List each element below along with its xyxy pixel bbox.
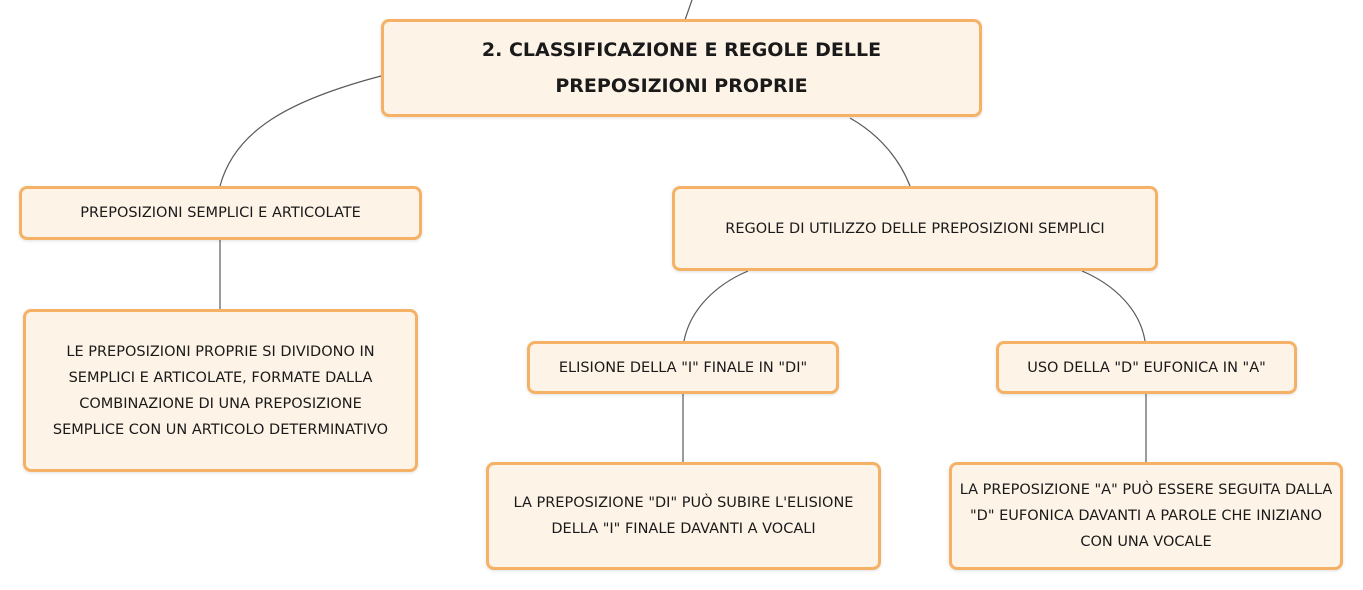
connector-right-branch-to-elisione bbox=[683, 270, 749, 342]
eufonica-node[interactable]: USO DELLA "D" EUFONICA IN "A" bbox=[996, 341, 1297, 394]
connector-right-branch-to-eufonica bbox=[1081, 270, 1146, 342]
right-branch-node[interactable]: REGOLE DI UTILIZZO DELLE PREPOSIZIONI SE… bbox=[672, 186, 1158, 271]
elisione-child-node[interactable]: LA PREPOSIZIONE "DI" PUÒ SUBIRE L'ELISIO… bbox=[486, 462, 881, 570]
elisione-node[interactable]: ELISIONE DELLA "I" FINALE IN "DI" bbox=[527, 341, 839, 394]
root-node-label: 2. CLASSIFICAZIONE E REGOLE DELLE PREPOS… bbox=[481, 39, 882, 97]
elisione-child-label: LA PREPOSIZIONE "DI" PUÒ SUBIRE L'ELISIO… bbox=[513, 495, 854, 537]
eufonica-label: USO DELLA "D" EUFONICA IN "A" bbox=[1027, 359, 1266, 376]
eufonica-child-node[interactable]: LA PREPOSIZIONE "A" PUÒ ESSERE SEGUITA D… bbox=[949, 462, 1343, 570]
eufonica-child-label: LA PREPOSIZIONE "A" PUÒ ESSERE SEGUITA D… bbox=[959, 482, 1333, 550]
left-branch-node[interactable]: PREPOSIZIONI SEMPLICI E ARTICOLATE bbox=[19, 186, 422, 240]
right-branch-label: REGOLE DI UTILIZZO DELLE PREPOSIZIONI SE… bbox=[725, 220, 1105, 237]
connector-root-to-right-branch bbox=[849, 117, 911, 187]
left-branch-child-label: LE PREPOSIZIONI PROPRIE SI DIVIDONO IN S… bbox=[52, 343, 389, 438]
root-node[interactable]: 2. CLASSIFICAZIONE E REGOLE DELLE PREPOS… bbox=[381, 19, 982, 117]
elisione-label: ELISIONE DELLA "I" FINALE IN "DI" bbox=[558, 359, 808, 376]
connector-root-to-left-branch bbox=[219, 75, 382, 187]
left-branch-label: PREPOSIZIONI SEMPLICI E ARTICOLATE bbox=[80, 205, 361, 221]
left-branch-child-node[interactable]: LE PREPOSIZIONI PROPRIE SI DIVIDONO IN S… bbox=[23, 309, 418, 472]
connector-incoming-root bbox=[684, 0, 693, 21]
